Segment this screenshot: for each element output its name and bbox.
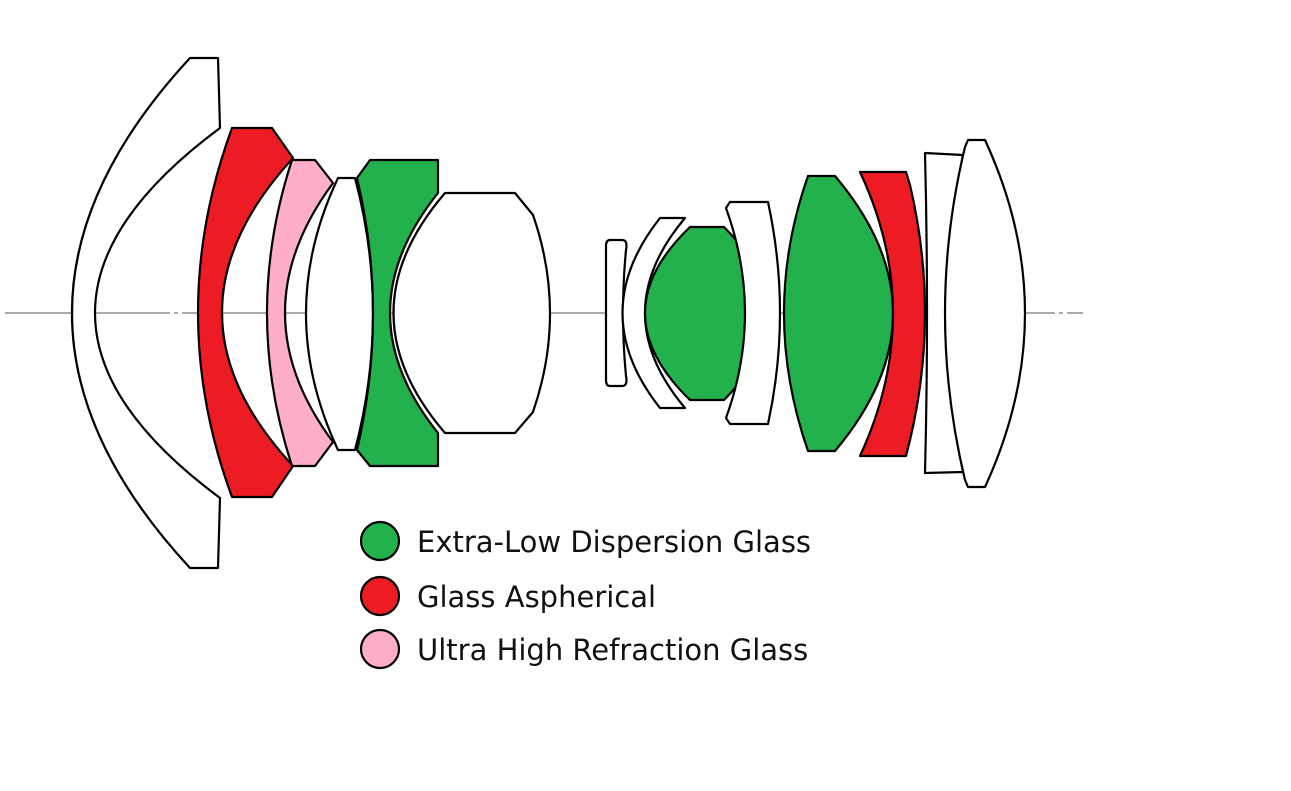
legend-label-aspherical: Glass Aspherical <box>417 580 656 614</box>
legend: Extra-Low Dispersion Glass Glass Aspheri… <box>359 520 811 670</box>
legend-label-ultra-high-refraction: Ultra High Refraction Glass <box>417 633 808 667</box>
element-7 <box>604 238 628 388</box>
legend-swatch-ultra-high-refraction <box>359 628 401 670</box>
element-11 <box>782 174 894 453</box>
element-6 <box>392 191 552 435</box>
element-8 <box>621 216 687 410</box>
element-5 <box>355 158 440 468</box>
element-10 <box>724 200 782 426</box>
element-14 <box>943 138 1027 489</box>
element-4 <box>304 176 375 452</box>
element-3 <box>265 158 335 468</box>
legend-swatch-extra-low-dispersion <box>359 520 401 562</box>
element-12 <box>858 170 927 458</box>
legend-swatch-aspherical <box>359 575 401 617</box>
element-1 <box>70 56 222 570</box>
legend-label-extra-low-dispersion: Extra-Low Dispersion Glass <box>417 525 811 559</box>
